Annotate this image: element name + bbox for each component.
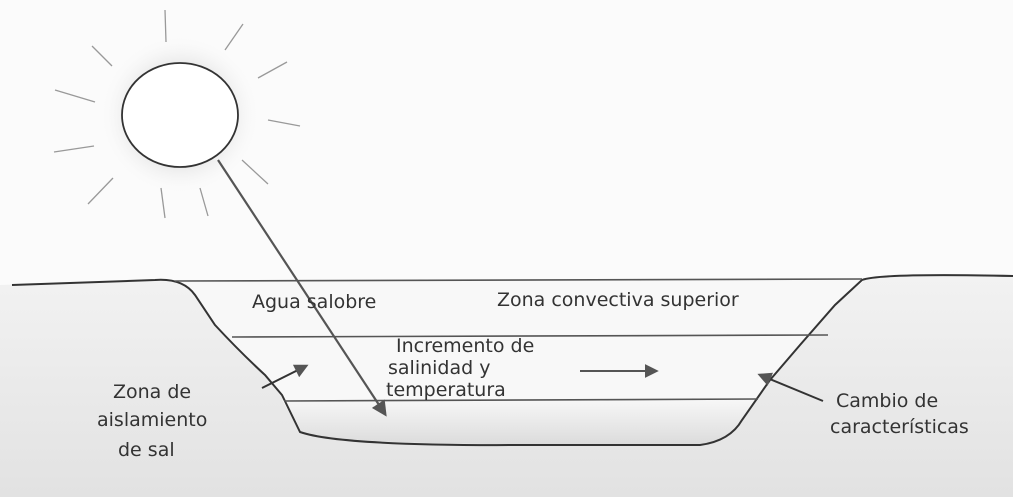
layer-boundary-upper: [231, 334, 829, 338]
label-incremento-line1: Incremento de: [396, 335, 534, 357]
label-incremento-line2: salinidad y: [388, 357, 490, 379]
water-surface-line: [174, 278, 863, 282]
layer-boundary-lower: [283, 398, 759, 402]
label-cambio-line2: características: [830, 416, 969, 438]
ground: [0, 275, 1013, 497]
label-cambio-line1: Cambio de: [836, 390, 938, 412]
label-zona-aislamiento-line2: aislamiento: [97, 409, 207, 431]
characteristics-pointer-arrow: [757, 372, 824, 402]
label-incremento-line3: temperatura: [386, 379, 506, 401]
label-agua-salobre: Agua salobre: [252, 291, 376, 313]
sun-icon: [53, 9, 301, 219]
label-zona-aislamiento-line3: de sal: [118, 439, 175, 461]
salt-insulation-pointer-arrow: [261, 364, 309, 389]
solar-ray-arrow: [217, 159, 387, 417]
label-zona-aislamiento-line1: Zona de: [113, 381, 191, 403]
ground-surface-line: [11, 274, 1013, 447]
pond-bottom-shade: [282, 400, 757, 444]
label-zona-convectiva: Zona convectiva superior: [497, 289, 739, 311]
